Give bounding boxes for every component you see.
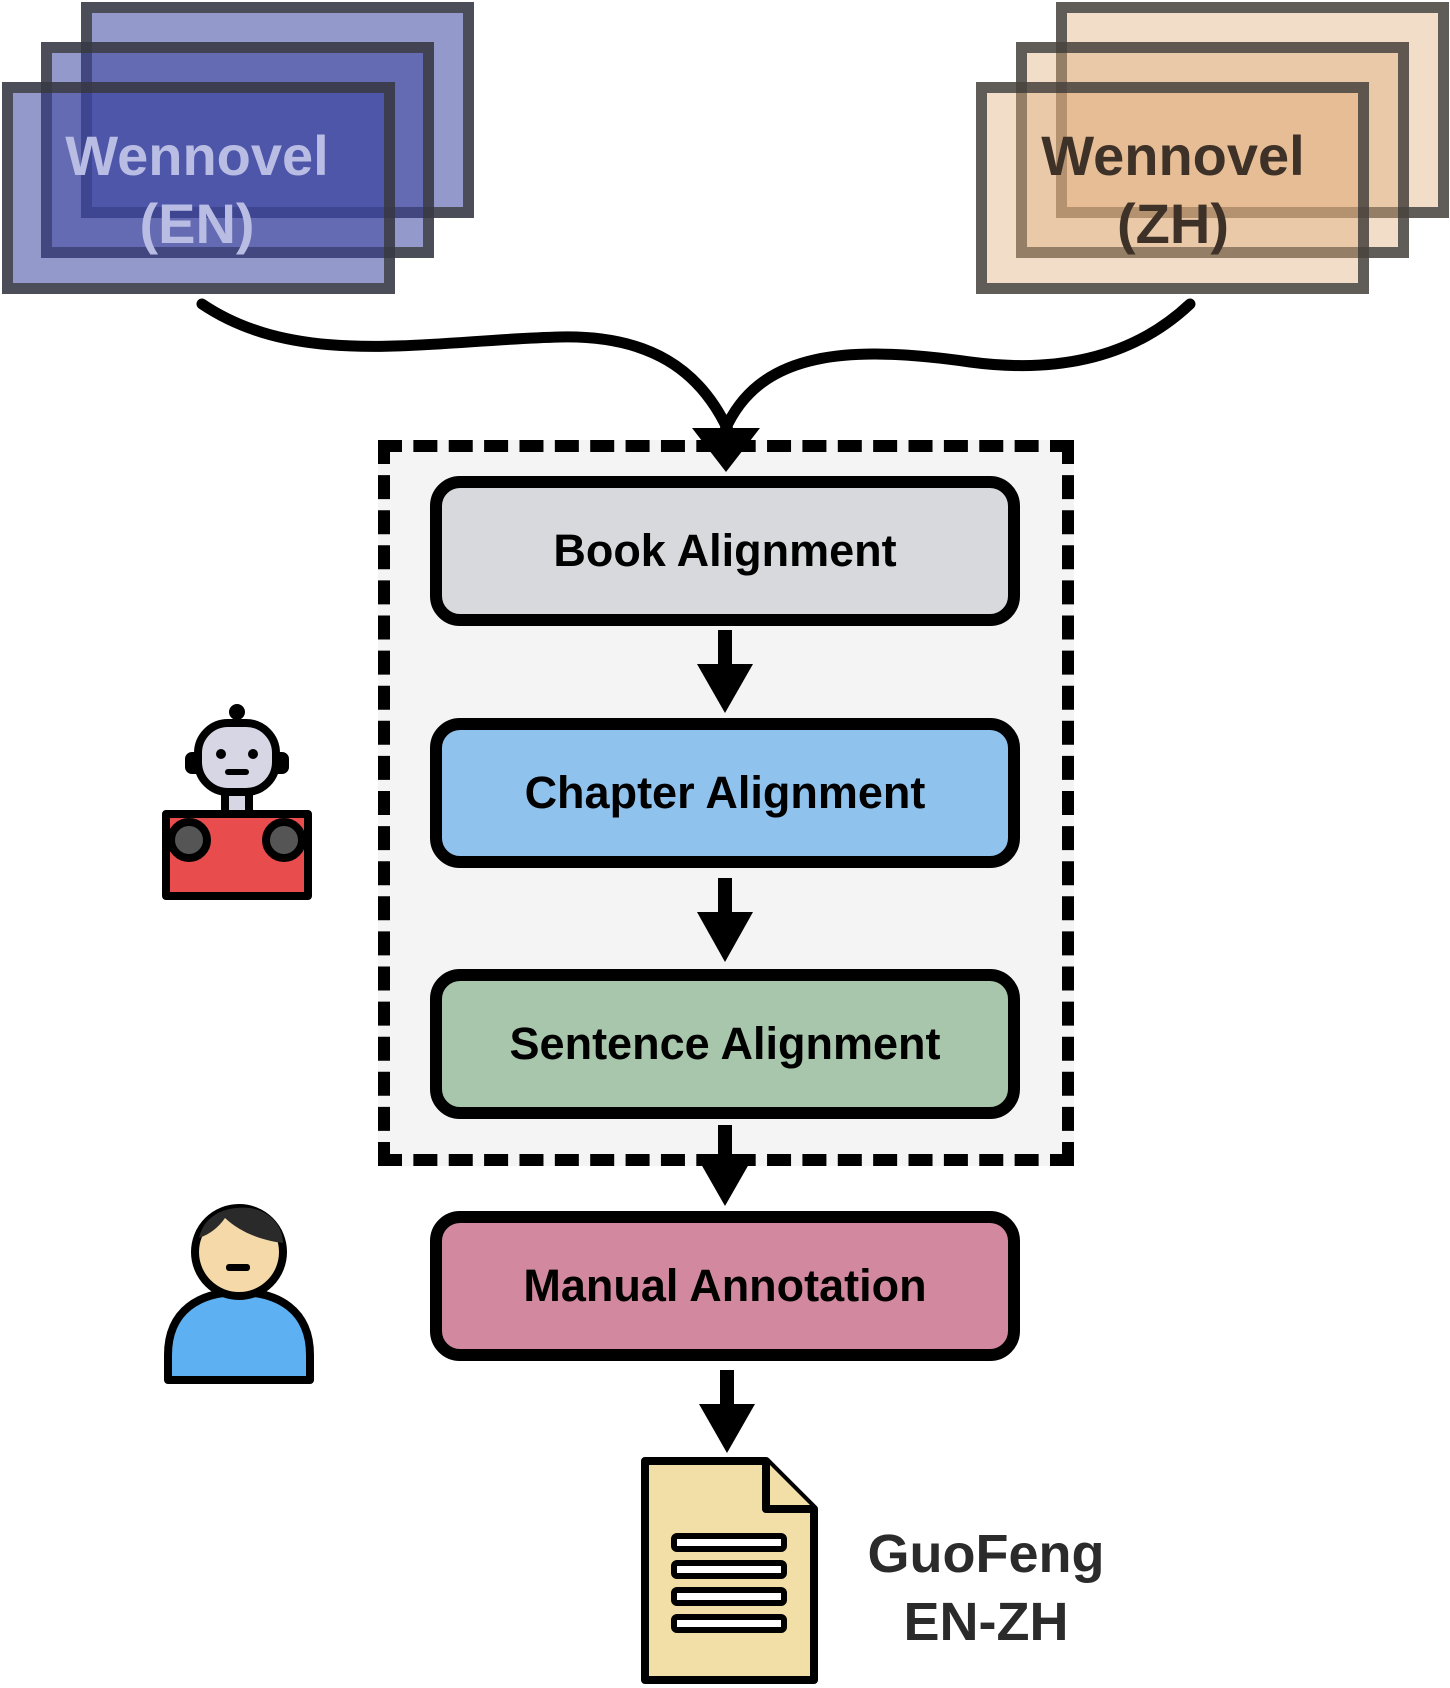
source-zh-sheet-back: [1056, 2, 1449, 218]
source-zh-language: (ZH): [1117, 192, 1229, 255]
sentence-alignment-step: Sentence Alignment: [430, 969, 1020, 1119]
arrow-manual-to-output-head: [699, 1404, 755, 1453]
merge-curve-zh: [719, 298, 1196, 436]
source-zh-title: Wennovel: [1041, 124, 1305, 187]
chapter-alignment-step: Chapter Alignment: [430, 718, 1020, 868]
manual-annotation-step: Manual Annotation: [430, 1211, 1020, 1361]
output-dataset-label: GuoFeng EN-ZH: [858, 1520, 1114, 1656]
output-dataset-language-pair: EN-ZH: [903, 1592, 1069, 1652]
output-dataset-name: GuoFeng: [867, 1524, 1105, 1584]
merge-arrowhead: [692, 428, 760, 472]
arrow-book-to-chapter-head: [697, 664, 753, 713]
source-zh-sheet-front: [976, 82, 1369, 294]
source-en-sheet-front: [2, 82, 395, 294]
book-alignment-step: Book Alignment: [430, 476, 1020, 626]
arrow-sentence-to-manual-head: [697, 1157, 753, 1206]
source-en-language: (EN): [139, 192, 255, 255]
source-en-title: Wennovel: [65, 124, 329, 187]
source-zh-label: Wennovel (ZH): [1016, 122, 1330, 258]
merge-curve-en: [196, 298, 734, 436]
source-zh-sheet-middle: [1016, 42, 1409, 258]
arrow-chapter-to-sentence-head: [697, 912, 753, 962]
source-en-label: Wennovel (EN): [40, 122, 354, 258]
